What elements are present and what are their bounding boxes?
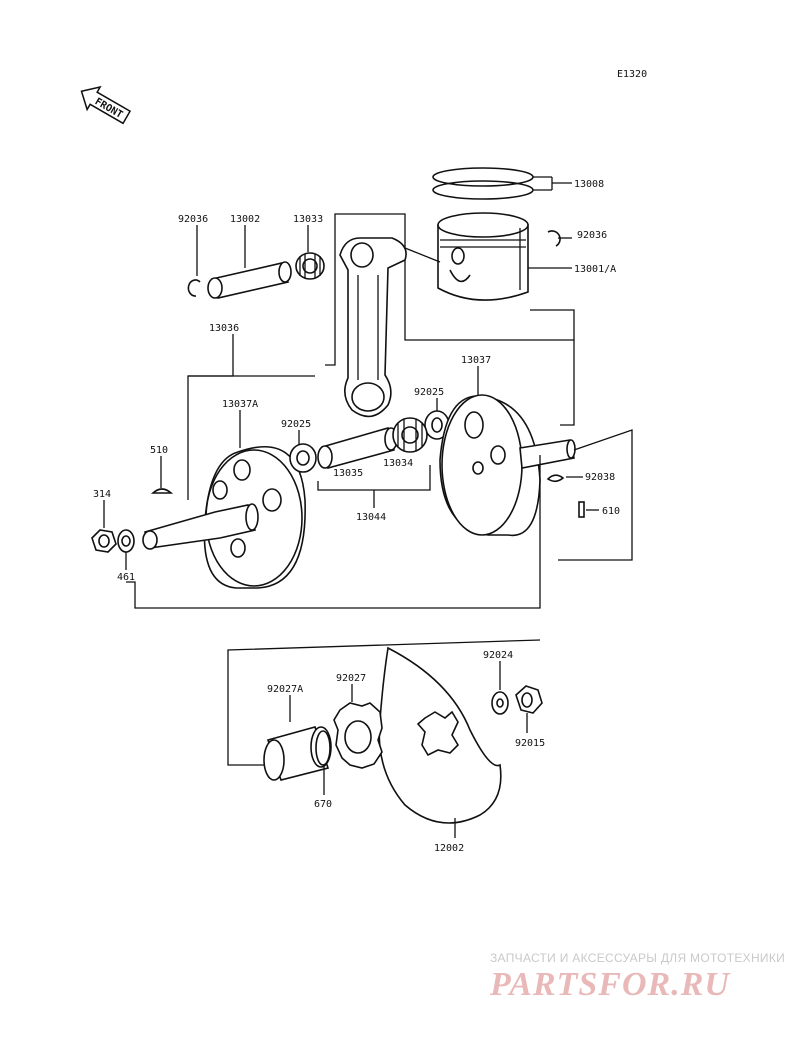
front-arrow-icon: FRONT	[80, 85, 132, 125]
label-13036: 13036	[209, 323, 239, 334]
label-92036-right: 92036	[577, 230, 607, 241]
watermark-tagline: ЗАПЧАСТИ И АКСЕССУАРЫ ДЛЯ МОТОТЕХНИКИ	[490, 951, 785, 965]
label-12002: 12002	[434, 843, 464, 854]
label-510: 510	[150, 445, 168, 456]
right-flywheel	[439, 394, 541, 537]
label-461: 461	[117, 572, 135, 583]
rotary-valve-plate	[378, 646, 502, 824]
drive-gear	[333, 702, 383, 769]
ring-670	[315, 730, 331, 766]
label-13034: 13034	[383, 458, 413, 469]
nut-314	[91, 529, 117, 553]
label-92027A: 92027A	[267, 684, 303, 695]
right-crankshaft-journal	[519, 439, 576, 469]
piston-rings	[432, 167, 572, 200]
connecting-rod	[339, 237, 441, 418]
watermark-logo: PARTSFOR.RU	[489, 966, 731, 1003]
label-670: 670	[314, 799, 332, 810]
label-13037: 13037	[461, 355, 491, 366]
label-13035: 13035	[333, 468, 363, 479]
label-13033: 13033	[293, 214, 323, 225]
label-92025-top: 92025	[414, 387, 444, 398]
small-end-bearing	[295, 252, 325, 280]
label-92038: 92038	[585, 472, 615, 483]
label-13044: 13044	[356, 512, 386, 523]
key-92038	[546, 474, 565, 483]
label-92027: 92027	[336, 673, 366, 684]
label-92024: 92024	[483, 650, 513, 661]
label-92036-left: 92036	[178, 214, 208, 225]
label-314: 314	[93, 489, 111, 500]
washer-92024	[491, 691, 509, 715]
woodruff-key	[150, 488, 174, 494]
piston-pin	[207, 261, 292, 299]
pin-610	[578, 501, 585, 518]
label-13037A: 13037A	[222, 399, 258, 410]
big-end-bearing	[392, 417, 428, 453]
label-13002: 13002	[230, 214, 260, 225]
thrust-washer-left	[289, 443, 317, 473]
nut-92015	[515, 685, 543, 714]
label-13008: 13008	[574, 179, 604, 190]
label-13001A: 13001/A	[574, 264, 616, 275]
label-92015: 92015	[515, 738, 545, 749]
label-610: 610	[602, 506, 620, 517]
circlip-right	[547, 230, 561, 247]
piston	[437, 212, 572, 301]
left-crankshaft-journal	[142, 503, 259, 550]
label-92025-left: 92025	[281, 419, 311, 430]
washer-461	[117, 529, 135, 553]
diagram-code: E1320	[617, 69, 647, 80]
circlip-left	[187, 279, 201, 297]
